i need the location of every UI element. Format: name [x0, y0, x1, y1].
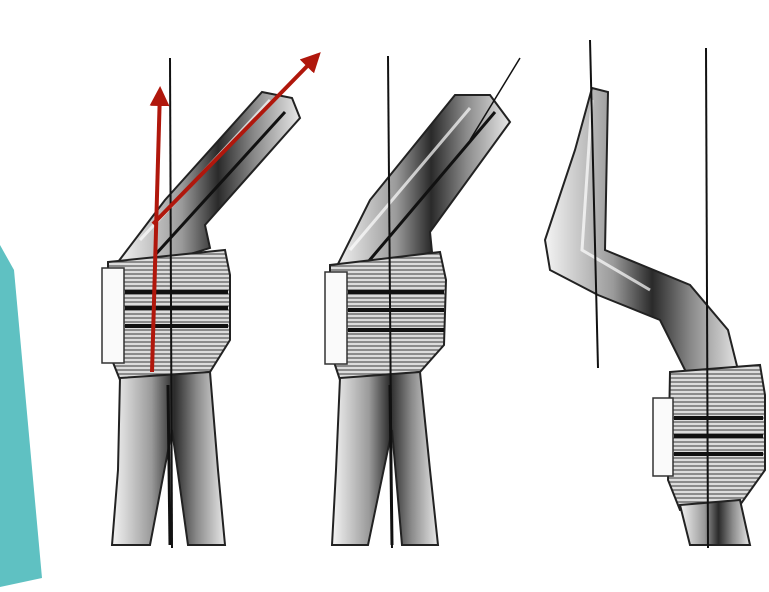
panel-b-handles [332, 372, 438, 545]
panel-c-handles [680, 500, 750, 545]
panel-b [325, 56, 520, 548]
panel-a-beak [118, 92, 300, 268]
panel-b-beak [335, 95, 510, 272]
panel-a [102, 55, 318, 548]
teal-accent-shape [0, 245, 42, 587]
panel-c-beak [545, 88, 740, 380]
panel-a-joint [108, 250, 230, 380]
panel-a-angled-arrow [153, 55, 318, 224]
panel-c [545, 40, 765, 548]
